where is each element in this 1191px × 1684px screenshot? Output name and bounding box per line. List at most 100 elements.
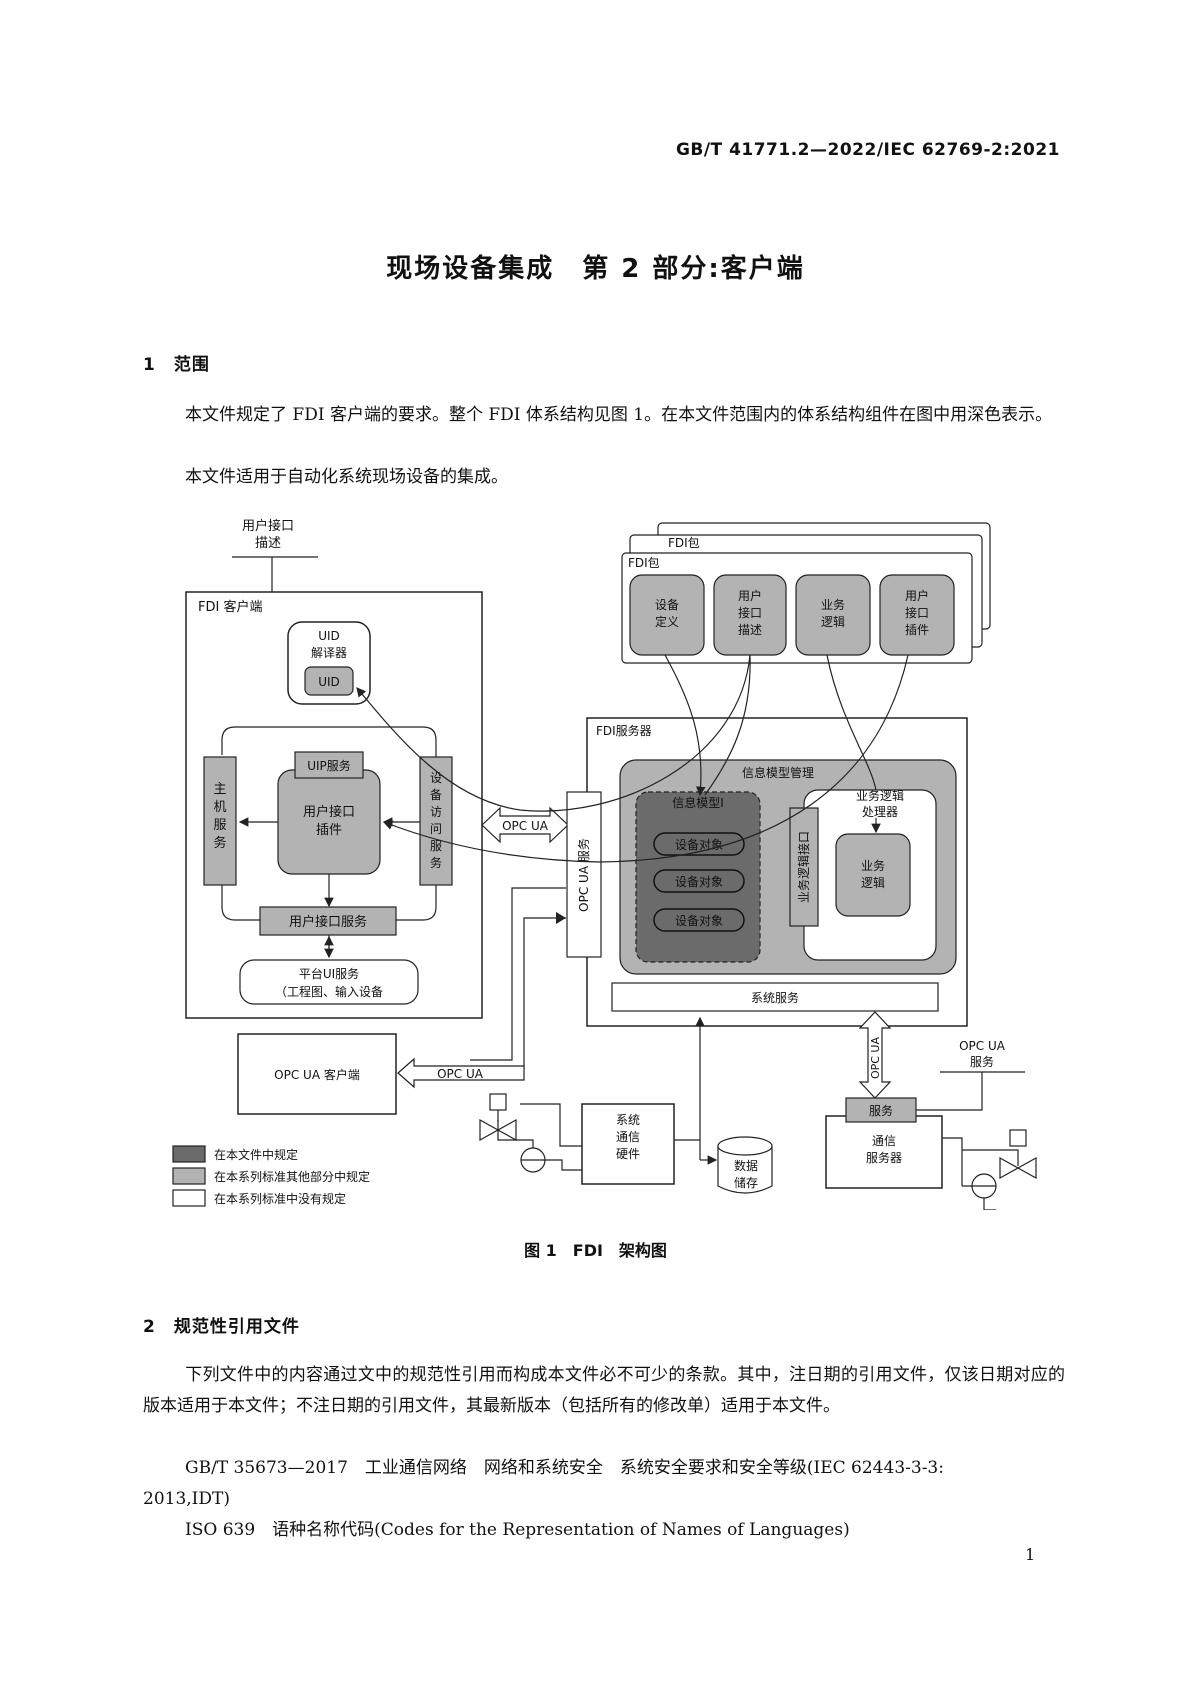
uid-desc-label-2: 描述 <box>255 536 281 551</box>
pkg-ui-plugin-label-2: 接口 <box>905 605 929 620</box>
pkg-business-logic-label-2: 逻辑 <box>821 615 845 629</box>
uid-box <box>304 666 354 696</box>
opc-ua-client-label: OPC UA 客户端 <box>274 1067 360 1082</box>
device-object-1 <box>653 832 745 856</box>
legend-dark-swatch <box>172 1145 206 1163</box>
legend-white-swatch <box>172 1189 206 1207</box>
uip-service-box <box>294 751 364 779</box>
host-service-char-1: 主 <box>213 782 226 797</box>
host-service-char-2: 机 <box>213 800 226 815</box>
ui-plugin-label-1: 用户接口 <box>303 804 355 820</box>
figure-caption: 图 1 FDI 架构图 <box>524 1241 667 1260</box>
bl-processor-label-2: 处理器 <box>862 805 898 819</box>
section-1-paragraph-1: 本文件规定了 FDI 客户端的要求。整个 FDI 体系结构见图 1。在本文件范围… <box>185 405 1053 425</box>
pkg-device-definition <box>629 574 705 656</box>
device-object-3-label: 设备对象 <box>675 914 723 928</box>
uid-label: UID <box>318 675 340 689</box>
platform-ui-service-box <box>239 959 419 1005</box>
legend-medium-label: 在本系列标准其他部分中规定 <box>214 1169 370 1184</box>
pkg-business-logic <box>795 574 871 656</box>
opc-ua-client-arrow <box>397 1057 525 1089</box>
ui-plugin-box <box>277 769 381 875</box>
system-service-label: 系统服务 <box>751 990 799 1005</box>
device-access-char-4: 问 <box>430 822 442 836</box>
comm-server-label-2: 服务器 <box>866 1150 902 1165</box>
uid-interpreter-label-2: 解译器 <box>311 646 347 660</box>
section-1-heading: 1 范围 <box>143 355 210 375</box>
service-box <box>845 1097 917 1123</box>
opc-ua-arrow-label: OPC UA <box>502 819 549 833</box>
left-valve-actuator-icon <box>489 1093 507 1111</box>
host-service-box <box>203 756 237 886</box>
info-model-management-label: 信息模型管理 <box>742 765 814 780</box>
pkg-ui-description-label-3: 描述 <box>738 623 762 637</box>
opc-ua-service-right-label-1: OPC UA <box>959 1039 1006 1053</box>
device-access-char-5: 服 <box>430 839 442 853</box>
standard-number: GB/T 41771.2—2022/IEC 62769-2:2021 <box>675 140 1060 160</box>
uip-service-label: UIP服务 <box>307 758 351 773</box>
pkg-ui-description-label-1: 用户 <box>738 588 762 603</box>
device-access-char-3: 访 <box>430 805 442 819</box>
device-access-service-box <box>419 756 453 886</box>
right-valve-icon <box>999 1156 1020 1180</box>
business-logic-label-1: 业务 <box>861 858 885 873</box>
reference-2: ISO 639 语种名称代码(Codes for the Representat… <box>185 1520 850 1540</box>
bl-processor-label-1: 业务逻辑 <box>856 788 904 803</box>
section-1-paragraph-2: 本文件适用于自动化系统现场设备的集成。 <box>185 467 508 487</box>
info-model-label: 信息模型I <box>672 795 724 810</box>
device-access-char-2: 备 <box>430 788 442 802</box>
pkg-ui-plugin-label-3: 插件 <box>905 623 929 637</box>
section-2-heading: 2 规范性引用文件 <box>143 1317 300 1337</box>
opc-ua-service-label: OPC UA 服务 <box>576 838 591 912</box>
device-access-char-1: 设 <box>430 771 442 785</box>
pkg-device-definition-label-2: 定义 <box>655 614 679 629</box>
sys-comm-hw-label-1: 系统 <box>616 1113 640 1127</box>
legend-white-label: 在本系列标准中没有规定 <box>214 1191 346 1206</box>
device-object-2-label: 设备对象 <box>675 875 723 889</box>
right-valve-actuator-icon <box>1009 1129 1027 1147</box>
opc-ua-client-arrow-label: OPC UA <box>437 1067 484 1081</box>
fdi-client-label: FDI 客户端 <box>198 599 262 615</box>
data-storage-label-2: 储存 <box>734 1175 758 1190</box>
device-object-3 <box>653 908 745 932</box>
business-logic-label-2: 逻辑 <box>861 876 885 890</box>
pkg-ui-description-label-2: 接口 <box>738 605 762 620</box>
device-object-2 <box>653 869 745 893</box>
ui-plugin-label-2: 插件 <box>316 823 342 838</box>
data-storage-icon <box>717 1146 773 1194</box>
device-object-1-label: 设备对象 <box>675 838 723 852</box>
opc-ua-vertical-label: OPC UA <box>869 1037 882 1080</box>
fdi-package-front-label: FDI包 <box>628 556 660 570</box>
section-2-paragraph-1: 下列文件中的内容通过文中的规范性引用而构成本文件必不可少的条款。其中，注日期的引… <box>143 1365 1065 1416</box>
ui-service-box <box>259 906 397 936</box>
reference-1-line-2: 2013,IDT) <box>143 1489 230 1509</box>
left-valve-icon <box>479 1118 500 1142</box>
fdi-server-label: FDI服务器 <box>596 723 652 738</box>
reference-1-line-1: GB/T 35673—2017 工业通信网络 网络和系统安全 系统安全要求和安全… <box>185 1458 944 1478</box>
opc-ua-client-box <box>237 1033 397 1115</box>
pkg-ui-plugin <box>879 574 955 656</box>
platform-ui-label-2: （工程图、输入设备 <box>275 984 383 999</box>
page-title: 现场设备集成 第 2 部分:客户端 <box>386 254 805 284</box>
business-logic-box <box>835 833 911 917</box>
comm-server-label-1: 通信 <box>872 1134 896 1148</box>
bl-interface-label: 业务逻辑接口 <box>796 831 811 903</box>
page-number: 1 <box>1025 1545 1036 1564</box>
bl-interface-box <box>789 807 819 927</box>
host-service-char-4: 务 <box>213 835 226 851</box>
ui-service-label: 用户接口服务 <box>289 914 367 930</box>
fdi-package-back-label: FDI包 <box>668 536 700 550</box>
sys-comm-hw-label-2: 通信 <box>616 1130 640 1144</box>
uid-desc-label-1: 用户接口 <box>242 518 294 534</box>
sys-comm-hw-label-3: 硬件 <box>616 1147 640 1161</box>
data-storage-label-1: 数据 <box>734 1158 758 1173</box>
opc-ua-service-right-label-2: 服务 <box>970 1054 994 1069</box>
fdi-architecture-diagram: 用户接口 描述 FDI 客户端 UID 解译器 UID 主 机 服 务 UIP服… <box>172 518 1037 1210</box>
sys-comm-hw-box <box>581 1103 675 1185</box>
opc-ua-service-box <box>566 791 602 958</box>
uid-interpreter-label-1: UID <box>318 629 340 643</box>
device-access-char-6: 务 <box>430 855 442 870</box>
host-service-char-3: 服 <box>213 818 226 833</box>
comm-server-box <box>825 1115 943 1189</box>
platform-ui-label-1: 平台UI服务 <box>299 966 359 981</box>
